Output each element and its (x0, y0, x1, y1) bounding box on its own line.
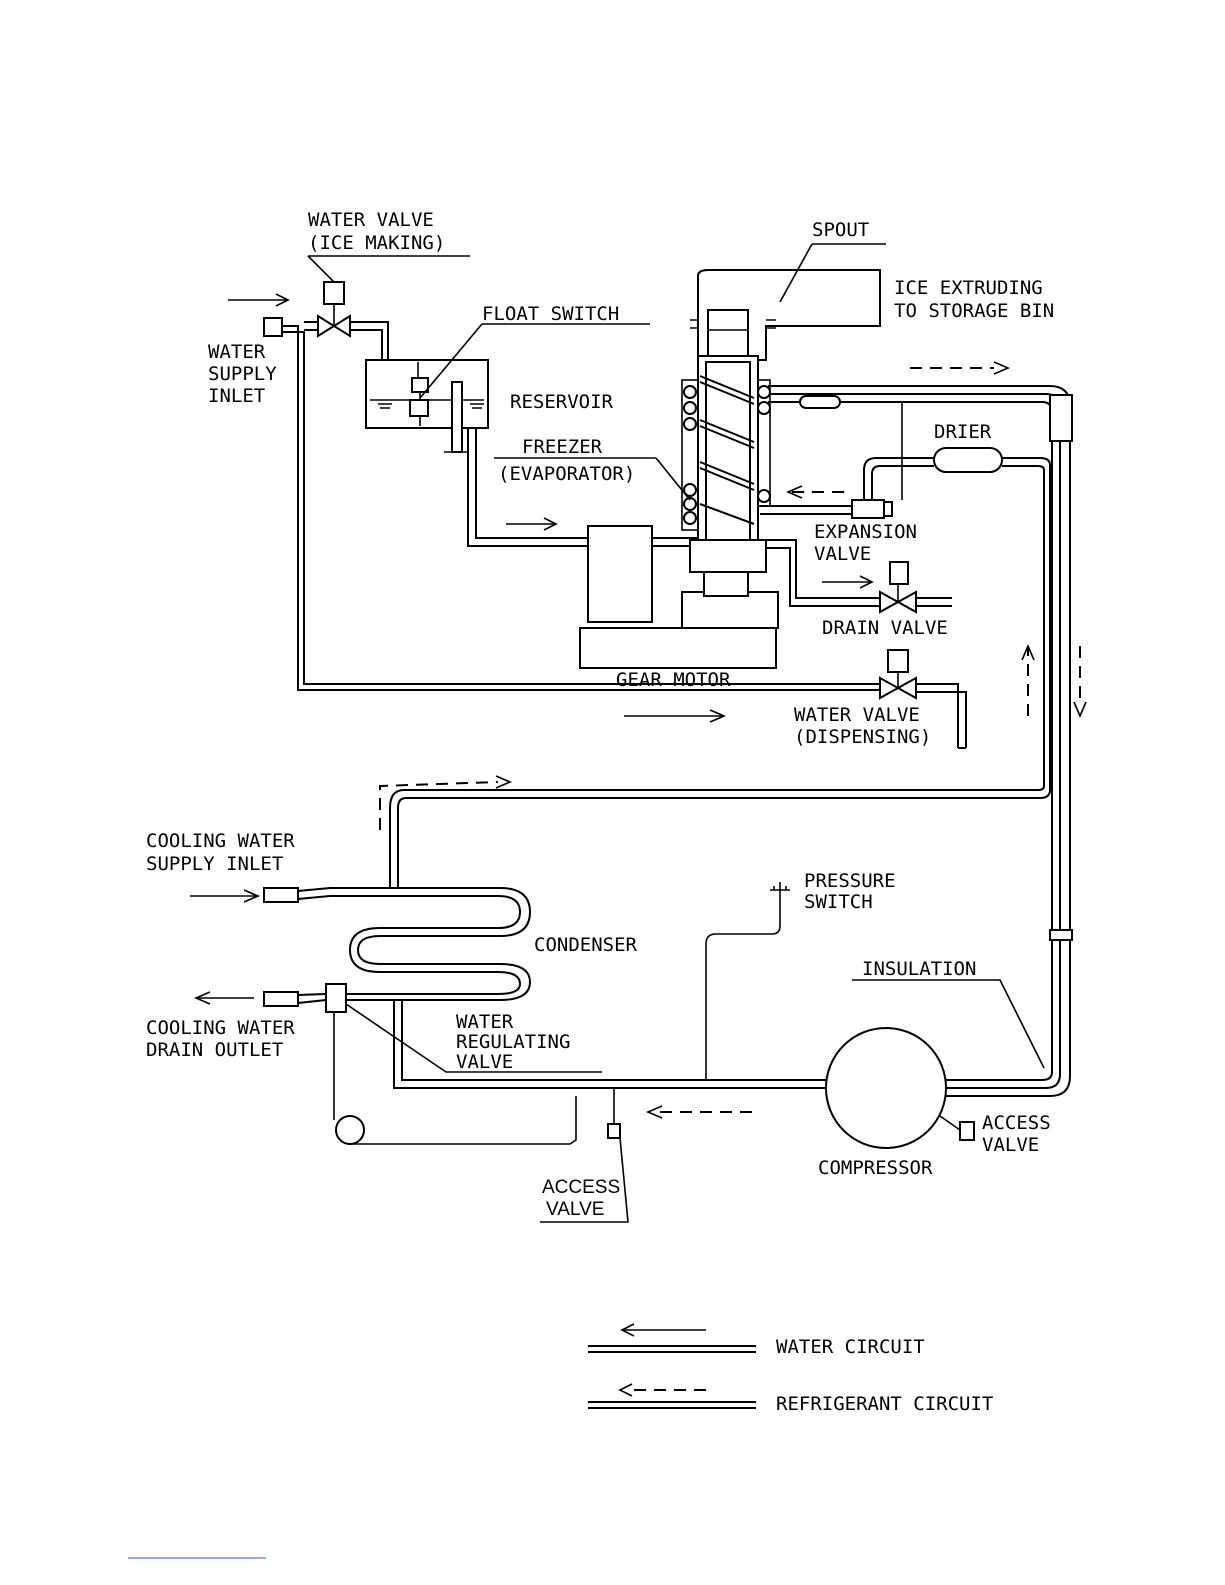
label-ice-extruding-2: TO STORAGE BIN (894, 300, 1054, 322)
water-valve-ice-making (317, 281, 351, 338)
label-water-valve-disp-1: WATER VALVE (794, 704, 920, 726)
water-regulating-valve (325, 983, 602, 1145)
label-access-valve-right-1: ACCESS (982, 1112, 1051, 1134)
label-cooling-supply-1: COOLING WATER (146, 830, 295, 852)
label-water-supply-inlet-3: INLET (208, 385, 265, 407)
compressor (825, 1027, 975, 1149)
label-ice-extruding-1: ICE EXTRUDING (894, 277, 1043, 299)
freezer-to-drain-pipe (760, 539, 952, 607)
expansion-valve (799, 395, 893, 519)
label-access-valve-bottom-1: ACCESS (542, 1177, 620, 1198)
water-supply-inlet-fitting (263, 317, 283, 337)
water-supply-pipe (282, 321, 880, 691)
legend-water-circuit: WATER CIRCUIT (588, 1323, 925, 1358)
reservoir (365, 359, 489, 453)
legend-refrigerant-circuit: REFRIGERANT CIRCUIT (588, 1383, 993, 1415)
label-expansion-valve-1: EXPANSION (814, 521, 917, 543)
label-cooling-drain-1: COOLING WATER (146, 1017, 295, 1039)
legend: WATER CIRCUIT REFRIGERANT CIRCUIT (588, 1323, 993, 1415)
label-expansion-valve-2: VALVE (814, 543, 871, 565)
label-condenser: CONDENSER (534, 934, 638, 956)
label-water-reg-1: WATER (456, 1011, 514, 1033)
leader-lines (307, 243, 1045, 1069)
drier (933, 447, 1003, 473)
label-cooling-drain-2: DRAIN OUTLET (146, 1039, 283, 1061)
label-gear-motor: GEAR MOTOR (616, 669, 731, 691)
refrigerant-pipes (389, 385, 1073, 1097)
access-valve-bottom (540, 1088, 629, 1223)
drain-valve (879, 561, 917, 614)
water-valve-dispensing (879, 649, 917, 700)
label-access-valve-right-2: VALVE (982, 1134, 1039, 1156)
label-drain-valve: DRAIN VALVE (822, 617, 948, 639)
label-water-reg-3: VALVE (456, 1051, 513, 1073)
pressure-switch (770, 882, 790, 891)
flow-arrows (190, 293, 1087, 1119)
label-cooling-supply-2: SUPPLY INLET (146, 853, 283, 875)
legend-refrigerant-circuit-label: REFRIGERANT CIRCUIT (776, 1393, 993, 1415)
label-freezer-2: (EVAPORATOR) (498, 463, 635, 485)
dispensing-outlet-pipe (916, 683, 967, 749)
label-pressure-switch-1: PRESSURE (804, 870, 896, 892)
freezer-evaporator (681, 269, 881, 597)
label-spout: SPOUT (812, 219, 869, 241)
label-pressure-switch-2: SWITCH (804, 891, 873, 913)
label-water-supply-inlet-2: SUPPLY (208, 363, 277, 385)
label-water-valve-disp-2: (DISPENSING) (794, 726, 931, 748)
label-water-supply-inlet-1: WATER (208, 341, 266, 363)
label-access-valve-bottom-2: VALVE (546, 1199, 604, 1220)
condenser-coil (263, 887, 532, 1007)
label-reservoir: RESERVOIR (510, 391, 614, 413)
label-water-valve-ice-1: WATER VALVE (308, 209, 434, 231)
label-float-switch: FLOAT SWITCH (482, 303, 619, 325)
label-drier: DRIER (934, 421, 992, 443)
label-water-valve-ice-2: (ICE MAKING) (308, 232, 445, 254)
gear-motor (579, 525, 779, 669)
label-insulation: INSULATION (862, 958, 976, 980)
label-water-reg-2: REGULATING (456, 1031, 570, 1053)
label-compressor: COMPRESSOR (818, 1157, 933, 1179)
legend-water-circuit-label: WATER CIRCUIT (776, 1336, 925, 1358)
label-freezer-1: FREEZER (522, 436, 603, 458)
labels: WATER VALVE (ICE MAKING) SPOUT ICE EXTRU… (146, 209, 1054, 1220)
